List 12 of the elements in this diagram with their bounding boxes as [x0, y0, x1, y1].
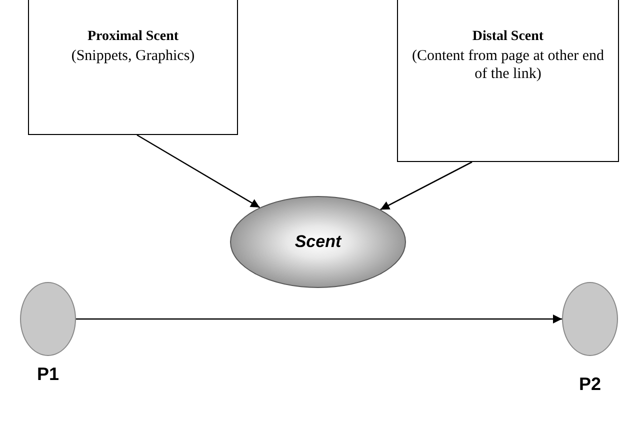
box-text: (Content from page at other end of the link) [410, 47, 606, 83]
arrow [380, 161, 472, 210]
text-box [397, 0, 619, 162]
box-heading: Distal Scent [472, 29, 544, 45]
point-label: P1 [36, 364, 60, 385]
text-box [28, 0, 238, 135]
arrow [136, 134, 260, 208]
box-heading: Proximal Scent [87, 29, 179, 45]
point-label: P2 [578, 374, 602, 395]
ellipse-label: Scent [294, 232, 342, 252]
arrow [76, 314, 562, 324]
box-text: (Snippets, Graphics) [71, 47, 195, 65]
